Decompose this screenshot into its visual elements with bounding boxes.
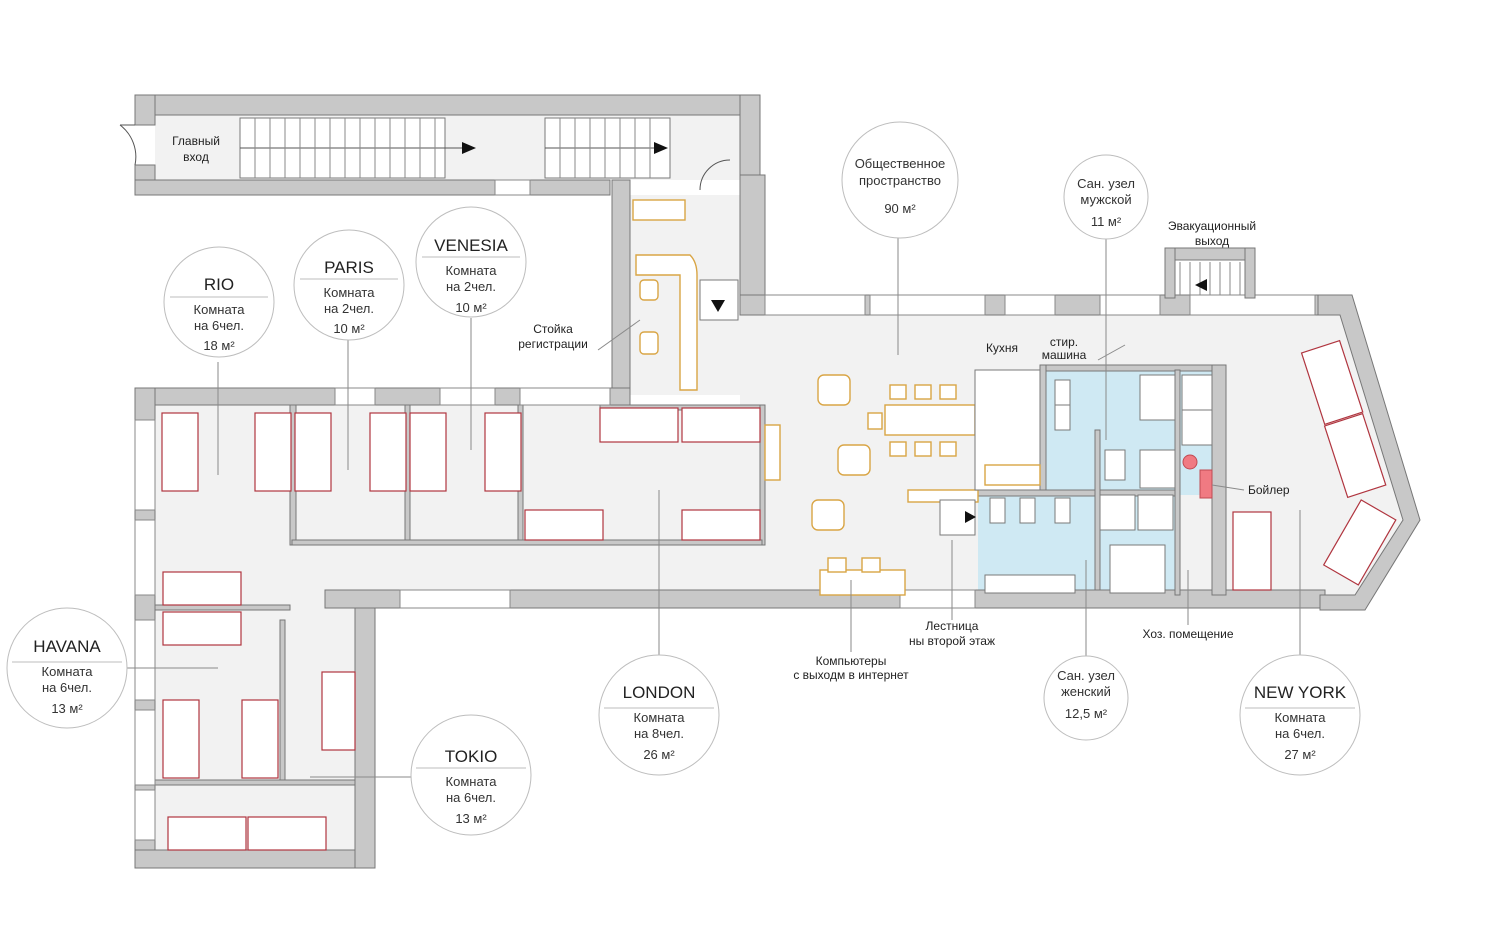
svg-text:Комната: Комната — [194, 302, 246, 317]
evacuation-exit — [1164, 247, 1256, 299]
public-furniture — [764, 369, 1041, 596]
sanitary-fixtures — [984, 374, 1213, 594]
svg-text:на 6чел.: на 6чел. — [194, 318, 244, 333]
room-name-havana: HAVANA — [33, 637, 101, 656]
svg-text:Комната: Комната — [324, 285, 376, 300]
svg-text:27 м²: 27 м² — [1284, 747, 1316, 762]
svg-text:Комната: Комната — [446, 263, 498, 278]
svg-text:12,5 м²: 12,5 м² — [1065, 706, 1108, 721]
plain-labels: Главный вход Стойка регистрации Кухня ст… — [172, 134, 1290, 682]
svg-text:13 м²: 13 м² — [51, 701, 83, 716]
svg-text:Общественное: Общественное — [855, 156, 946, 171]
utility-label: Хоз. помещение — [1142, 627, 1233, 641]
room-name-paris: PARIS — [324, 258, 374, 277]
bubble-paris: PARIS Комната на 2чел. 10 м² — [293, 229, 405, 341]
bubble-tokio: TOKIO Комната на 6чел. 13 м² — [410, 714, 532, 836]
svg-text:10 м²: 10 м² — [455, 300, 487, 315]
boiler-label: Бойлер — [1248, 483, 1290, 497]
kitchen-label: Кухня — [986, 341, 1018, 355]
svg-text:на 6чел.: на 6чел. — [42, 680, 92, 695]
svg-text:90 м²: 90 м² — [884, 201, 916, 216]
svg-text:Комната: Комната — [42, 664, 94, 679]
svg-text:на 2чел.: на 2чел. — [324, 301, 374, 316]
bubble-newyork: NEW YORK Комната на 6чел. 27 м² — [1239, 654, 1361, 776]
svg-text:на 8чел.: на 8чел. — [634, 726, 684, 741]
svg-text:пространство: пространство — [859, 173, 941, 188]
main-entrance-label-1: Главный — [172, 134, 220, 148]
room-name-tokio: TOKIO — [445, 747, 498, 766]
leader-lines — [127, 237, 1301, 778]
svg-text:на 6чел.: на 6чел. — [1275, 726, 1325, 741]
entrance-stairs — [119, 117, 731, 191]
svg-text:мужской: мужской — [1080, 192, 1131, 207]
computers-label-2: с выходм в интернет — [793, 668, 909, 682]
walls — [134, 94, 1421, 869]
room-name-venesia: VENESIA — [434, 236, 508, 255]
svg-text:11 м²: 11 м² — [1091, 214, 1122, 229]
svg-text:женский: женский — [1061, 684, 1111, 699]
bubble-venesia: VENESIA Комната на 2чел. 10 м² — [415, 206, 527, 318]
svg-text:10 м²: 10 м² — [333, 321, 365, 336]
beds — [161, 339, 1397, 851]
svg-text:на 2чел.: на 2чел. — [446, 279, 496, 294]
svg-text:Комната: Комната — [446, 774, 498, 789]
svg-text:на 6чел.: на 6чел. — [446, 790, 496, 805]
reception-label-1: Стойка — [533, 322, 573, 336]
svg-text:18 м²: 18 м² — [203, 338, 235, 353]
main-entrance-label-2: вход — [183, 150, 209, 164]
bubble-rio: RIO Комната на 6чел. 18 м² — [163, 246, 275, 358]
bubble-havana: HAVANA Комната на 6чел. 13 м² — [6, 607, 128, 729]
svg-text:Комната: Комната — [1275, 710, 1327, 725]
svg-text:Сан. узел: Сан. узел — [1057, 668, 1115, 683]
bubble-wc-female: Сан. узел женский 12,5 м² — [1043, 655, 1129, 741]
svg-text:26 м²: 26 м² — [643, 747, 675, 762]
room-name-london: LONDON — [623, 683, 696, 702]
stairs-label-2: ны второй этаж — [909, 634, 995, 648]
svg-text:13 м²: 13 м² — [455, 811, 487, 826]
evac-exit-label-1: Эвакуационный — [1168, 219, 1256, 233]
room-name-rio: RIO — [204, 275, 234, 294]
reception-label-2: регистрации — [518, 337, 588, 351]
bubble-public-space: Общественное пространство 90 м² — [841, 121, 959, 239]
svg-text:Сан. узел: Сан. узел — [1077, 176, 1135, 191]
washing-machine-label-2: машина — [1042, 348, 1087, 362]
washing-machine-label-1: стир. — [1050, 335, 1078, 349]
stair-lines — [254, 118, 651, 178]
windows — [134, 179, 1316, 841]
computers-label-1: Компьютеры — [816, 654, 887, 668]
reception-desk — [632, 199, 739, 391]
bubble-london: LONDON Комната на 8чел. 26 м² — [598, 654, 720, 776]
bubble-wc-male: Сан. узел мужской 11 м² — [1063, 154, 1149, 240]
stairs-label-1: Лестница — [926, 619, 979, 633]
evac-exit-label-2: выход — [1195, 234, 1229, 248]
room-name-newyork: NEW YORK — [1254, 683, 1347, 702]
svg-text:Комната: Комната — [634, 710, 686, 725]
